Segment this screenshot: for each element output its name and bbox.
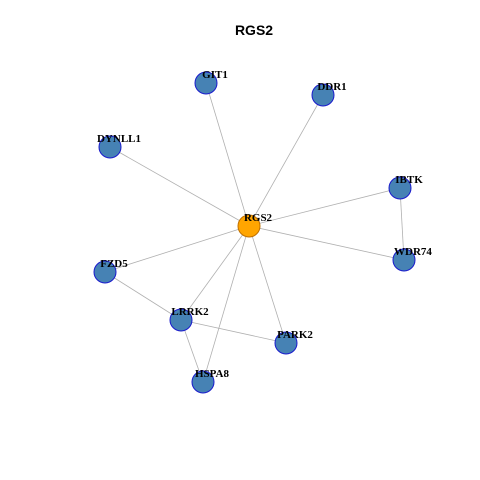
node-label-dynll1: DYNLL1 <box>97 133 141 145</box>
node-label-ddr1: DDR1 <box>317 81 346 93</box>
node-label-park2: PARK2 <box>277 329 313 341</box>
node-lrrk2[interactable] <box>169 308 193 332</box>
node-git1[interactable] <box>194 71 218 95</box>
node-label-hspa8: HSPA8 <box>195 368 230 380</box>
node-rgs2[interactable] <box>237 214 261 238</box>
edge-rgs2-git1 <box>205 82 250 227</box>
node-fzd5[interactable] <box>93 260 117 284</box>
node-hspa8[interactable] <box>191 370 215 394</box>
nodes-layer <box>93 71 416 394</box>
edge-rgs2-wdr74 <box>248 225 405 261</box>
node-park2[interactable] <box>274 331 298 355</box>
diagram-title: RGS2 <box>235 22 273 38</box>
edge-ibtk-wdr74 <box>399 187 405 261</box>
edge-rgs2-park2 <box>248 225 287 344</box>
edge-rgs2-dynll1 <box>109 146 250 227</box>
node-dynll1[interactable] <box>98 135 122 159</box>
edge-rgs2-fzd5 <box>104 225 250 273</box>
node-label-lrrk2: LRRK2 <box>171 306 209 318</box>
node-wdr74[interactable] <box>392 248 416 272</box>
node-label-wdr74: WDR74 <box>394 246 432 258</box>
node-label-ibtk: IBTK <box>395 174 423 186</box>
node-label-git1: GIT1 <box>202 69 228 81</box>
node-ibtk[interactable] <box>388 176 412 200</box>
node-label-rgs2: RGS2 <box>244 212 273 224</box>
node-label-fzd5: FZD5 <box>100 258 128 270</box>
edge-rgs2-ibtk <box>248 187 401 227</box>
node-ddr1[interactable] <box>311 83 335 107</box>
edge-fzd5-lrrk2 <box>104 271 182 321</box>
edge-rgs2-lrrk2 <box>180 225 250 321</box>
edge-lrrk2-park2 <box>180 319 287 344</box>
edge-rgs2-hspa8 <box>202 225 250 383</box>
edge-rgs2-ddr1 <box>248 94 324 227</box>
